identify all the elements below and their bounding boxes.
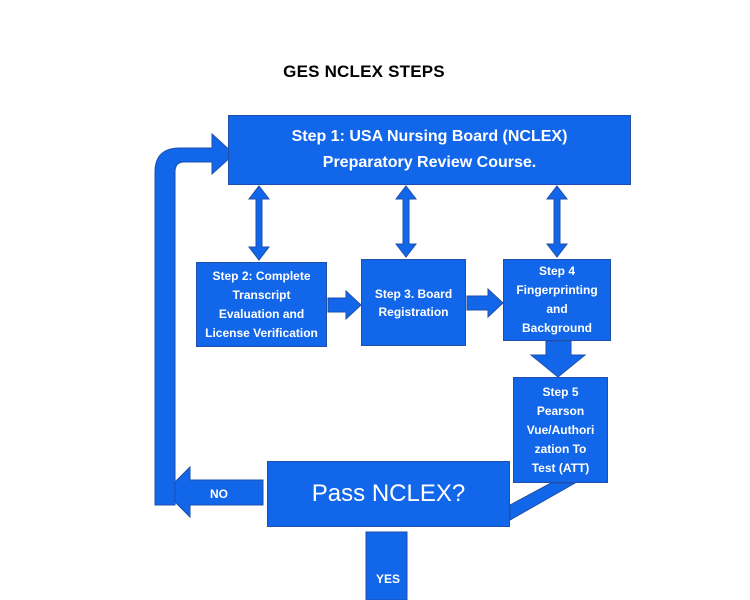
no-branch-label: NO [210,487,228,501]
connector-step5-decision [509,482,577,521]
step-5-box: Step 5 Pearson Vue/Authori zation To Tes… [513,377,608,483]
step-2-line-1: Step 2: Complete [212,268,311,283]
step-1-box: Step 1: USA Nursing Board (NCLEX) Prepar… [228,115,631,185]
step-5-line-3: Vue/Authori [526,422,595,437]
yes-branch-label: YES [376,572,401,586]
step-3-line-2: Registration [378,304,449,319]
step-4-line-1: Step 4 [538,264,575,278]
step-2-line-2: Transcript [232,287,291,302]
step-3-box: Step 3. Board Registration [361,259,466,346]
step-5-line-1: Step 5 [542,384,579,399]
step-5-line-5: Test (ATT) [531,460,590,475]
double-arrow-step1-step2 [247,185,271,261]
step-2-box: Step 2: Complete Transcript Evaluation a… [196,262,327,347]
step-2-line-4: License Verification [205,325,318,340]
decision-box-pass-nclex: Pass NCLEX? [267,461,510,527]
step-1-line-1: Step 1: USA Nursing Board (NCLEX) [291,128,568,145]
step-2-line-3: Evaluation and [218,306,305,321]
step-4-line-4: Background [521,321,592,335]
arrow-step2-step3 [327,289,362,321]
loop-back-path [154,132,235,506]
step-1-line-2: Preparatory Review Course. [322,154,537,171]
step-4-box: Step 4 Fingerprinting and Background [503,259,611,341]
step-4-line-2: Fingerprinting [516,283,598,297]
double-arrow-step1-step3 [394,185,418,258]
double-arrow-step1-step4 [545,185,569,258]
page-title: GES NCLEX STEPS [283,62,445,81]
step-4-line-3: and [546,302,568,316]
step-5-line-4: zation To [534,441,587,456]
decision-label: Pass NCLEX? [311,480,466,507]
step-5-line-2: Pearson [536,403,585,418]
no-loop-arrow [164,465,264,519]
step-3-line-1: Step 3. Board [374,286,453,301]
arrow-step3-step4 [466,287,504,319]
yes-arrow-bar [365,531,408,600]
arrow-step4-step5 [529,340,587,378]
